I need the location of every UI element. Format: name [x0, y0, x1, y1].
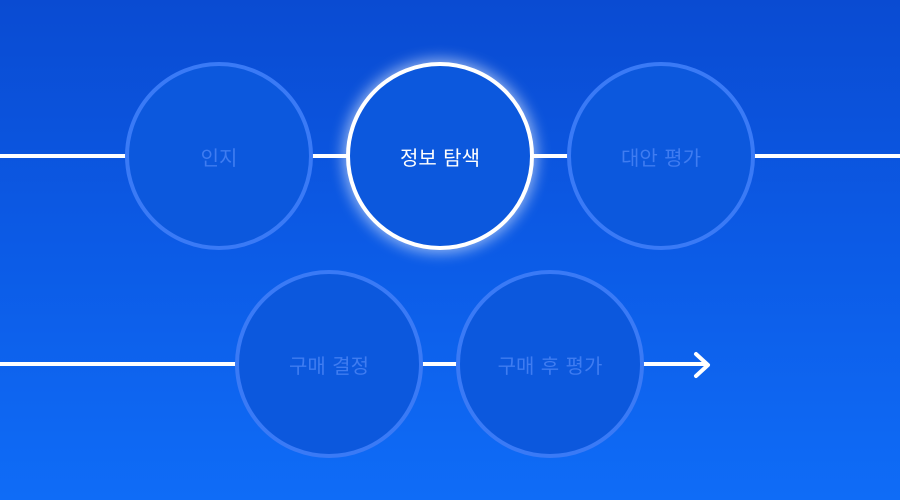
step-alternative-evaluation: 대안 평가 [567, 62, 755, 250]
step-label: 구매 결정 [289, 353, 369, 378]
step-purchase-decision: 구매 결정 [235, 270, 423, 458]
step-label: 대안 평가 [621, 145, 701, 170]
step-post-purchase-evaluation: 구매 후 평가 [456, 270, 644, 458]
step-awareness: 인지 [125, 62, 313, 250]
step-information-search: 정보 탐색 [346, 62, 534, 250]
step-label: 구매 후 평가 [497, 353, 603, 378]
step-label: 정보 탐색 [400, 145, 480, 170]
arrow-right-icon [694, 352, 710, 378]
step-label: 인지 [200, 145, 238, 170]
